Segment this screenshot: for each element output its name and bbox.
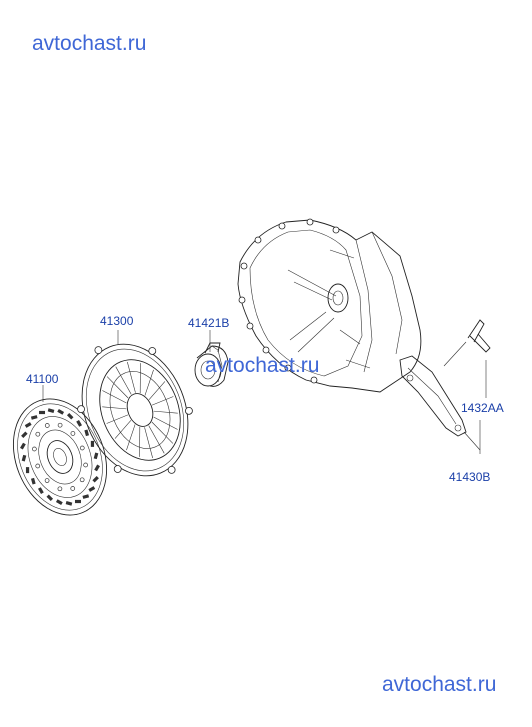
release-fork-boot[interactable] [443, 319, 491, 367]
leader-lines [42, 330, 487, 454]
case-bolt-holes [238, 218, 340, 384]
watermark-top: avtochast.ru [32, 32, 147, 55]
clutch-disc[interactable] [0, 385, 123, 529]
mounting-tabs [77, 346, 193, 474]
label-41100[interactable]: 41100 [26, 372, 59, 386]
release-fork[interactable] [399, 355, 467, 437]
label-41421b[interactable]: 41421B [188, 316, 230, 330]
release-bearing[interactable] [194, 342, 229, 387]
watermark-bottom: avtochast.ru [382, 673, 497, 696]
diaphragm-fingers [102, 361, 178, 459]
watermark-middle: avtochast.ru [205, 354, 320, 377]
label-41430b[interactable]: 41430B [449, 470, 491, 484]
disc-rivets [20, 408, 100, 506]
label-1432aa[interactable]: 1432AA [461, 401, 504, 415]
pressure-plate[interactable] [63, 328, 207, 492]
label-41300[interactable]: 41300 [100, 314, 134, 328]
transmission-case[interactable] [237, 218, 422, 393]
